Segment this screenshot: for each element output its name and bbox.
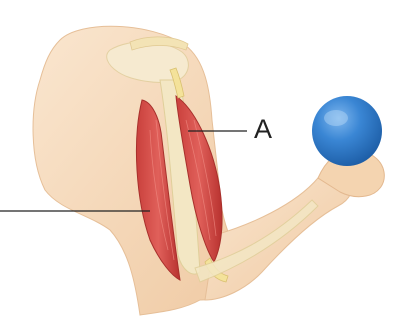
label-a: A — [254, 116, 272, 143]
ball-highlight — [324, 110, 348, 126]
ball — [312, 96, 382, 166]
